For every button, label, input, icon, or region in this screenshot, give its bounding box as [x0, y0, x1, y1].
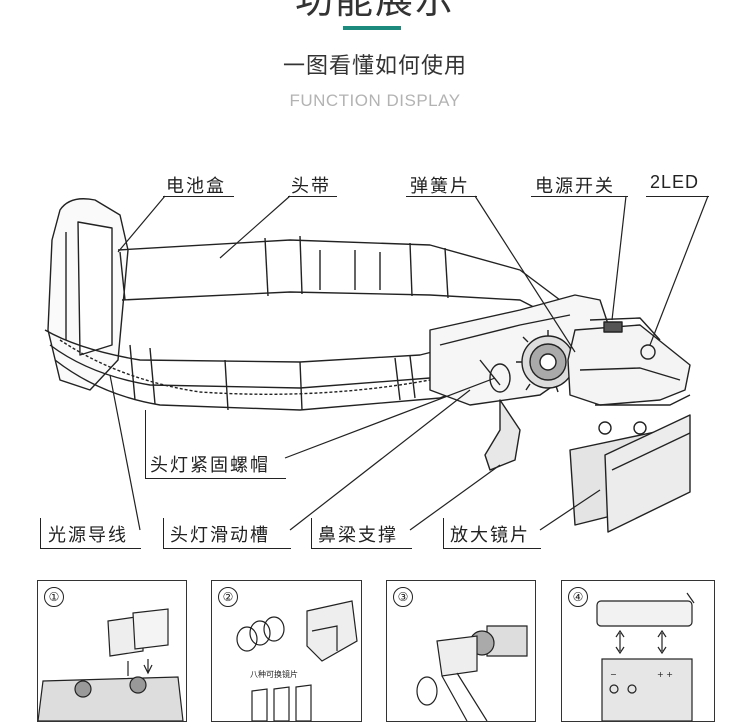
label-power-switch: 电源开关 [535, 176, 615, 197]
step-3-illustration [416, 625, 528, 721]
section-title: 功能展示 [294, 0, 455, 22]
label-light-guide-bracket [40, 518, 141, 549]
step-number: ④ [568, 587, 588, 607]
step-2-note: 八种可换镜片 [250, 670, 298, 679]
label-headband: 头带 [291, 176, 331, 197]
step-number: ③ [393, 587, 413, 607]
label-nose-support-bracket [311, 518, 412, 549]
label-battery-box: 电池盒 [166, 176, 226, 197]
label-lamp-slide-groove-bracket [163, 518, 291, 549]
label-lamp-slide-groove: 头灯滑动槽 [170, 525, 270, 546]
label-power-switch-underline [531, 196, 628, 197]
title-accent-bar [343, 26, 401, 30]
step-2-illustration [236, 600, 358, 721]
step-panel-4: ④ − + + [561, 580, 715, 722]
step-panel-2: ② 八种可换镜片 [211, 580, 362, 722]
label-spring-plate-underline [406, 196, 477, 197]
label-nose-support: 鼻梁支撑 [318, 525, 398, 546]
step-number: ② [218, 587, 238, 607]
label-lamp-nut: 头灯紧固螺帽 [150, 455, 270, 476]
label-battery-box-underline [163, 196, 234, 197]
label-spring-plate: 弹簧片 [410, 176, 470, 197]
label-2led-underline [646, 196, 709, 197]
step-number: ① [44, 587, 64, 607]
headband-magnifier-diagram [44, 195, 709, 533]
svg-text:+ +: + + [657, 670, 673, 679]
step-panel-1: ① [37, 580, 187, 722]
label-light-guide: 光源导线 [48, 525, 128, 546]
label-2led: 2LED [650, 172, 700, 192]
section-subtitle-en: FUNCTION DISPLAY [289, 91, 461, 110]
label-magnifier-lens: 放大镜片 [450, 525, 530, 546]
label-lamp-nut-bracket [145, 410, 286, 479]
step-panel-3: ③ [386, 580, 536, 722]
label-magnifier-lens-bracket [443, 518, 541, 549]
section-subtitle: 一图看懂如何使用 [282, 54, 467, 79]
label-headband-underline [288, 196, 337, 197]
svg-text:−: − [610, 670, 617, 679]
